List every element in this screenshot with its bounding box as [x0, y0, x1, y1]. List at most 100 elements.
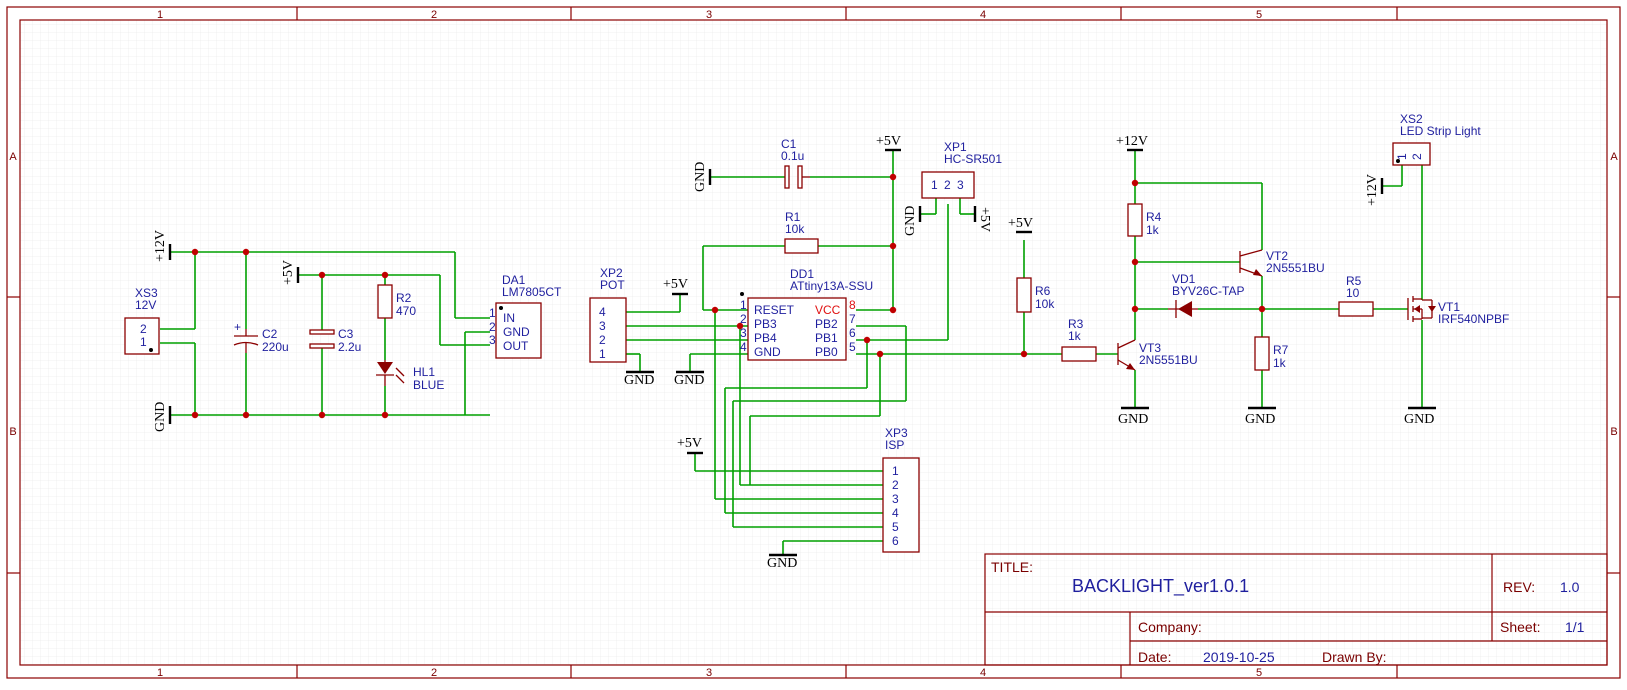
dd1-pin-number-5: 5	[849, 340, 856, 354]
r2-ref: R2	[396, 291, 412, 305]
title-block: TITLE: BACKLIGHT_ver1.0.1 REV: 1.0 Compa…	[984, 553, 1608, 666]
r6-ref: R6	[1035, 284, 1051, 298]
r3-ref: R3	[1068, 317, 1084, 331]
resistor-r4: R4 1k	[1127, 203, 1162, 237]
rev-label: REV:	[1503, 579, 1535, 595]
ground-label-sensor: GND	[903, 206, 918, 236]
ground-symbol-mcu: GND	[674, 370, 704, 388]
connector-xs2: XS2 LED Strip Light 1 2	[1392, 112, 1481, 166]
frame-col-2-top: 2	[431, 9, 437, 21]
ground-label-vt3: GND	[1118, 412, 1148, 427]
r3-value: 1k	[1068, 329, 1082, 343]
power-symbol-5v-r6: +5V	[1008, 216, 1033, 234]
xp1-pin-2: 2	[944, 178, 951, 192]
xp2-ref: XP2	[600, 266, 623, 280]
power-symbol-12v-output: +12V	[1365, 174, 1384, 206]
dd1-pin-pb3: PB3	[754, 317, 777, 331]
ground-symbol-c1: GND	[693, 162, 712, 192]
r2-value: 470	[396, 304, 416, 318]
ground-symbol-sensor: GND	[903, 206, 922, 236]
vt2-ref: VT2	[1266, 249, 1288, 263]
wires-mcu	[626, 150, 1062, 555]
resistor-r5: R5 10	[1338, 274, 1374, 317]
dd1-pin-number-1: 1	[740, 298, 747, 312]
drawing-frame: 1 2 3 4 5 1 2 3 4 5 A B A B	[6, 6, 1621, 679]
ground-label-pot: GND	[624, 373, 654, 388]
dd1-pin-vcc: VCC	[815, 303, 841, 317]
ground-symbol-r7: GND	[1245, 406, 1276, 427]
da1-pin-number-1: 1	[489, 306, 496, 320]
capacitor-c1: C1 0.1u	[781, 137, 810, 189]
c3-ref: C3	[338, 327, 354, 341]
dd1-pin-number-6: 6	[849, 326, 856, 340]
r7-value: 1k	[1273, 356, 1287, 370]
sheet-value: 1/1	[1565, 619, 1585, 635]
c1-value: 0.1u	[781, 149, 804, 163]
dd1-pin-gnd: GND	[754, 345, 781, 359]
xp3-pin-5: 5	[892, 520, 899, 534]
connector-xs3: XS3 12V 2 1	[124, 286, 160, 355]
title-label: TITLE:	[991, 559, 1033, 575]
c1-ref: C1	[781, 137, 797, 151]
hl1-ref: HL1	[413, 365, 435, 379]
regulator-da1: DA1 LM7805CT IN GND OUT 1 2 3	[489, 273, 562, 359]
frame-row-b-right: B	[1610, 426, 1617, 438]
r1-ref: R1	[785, 210, 801, 224]
xp2-pin-3: 3	[599, 319, 606, 333]
ground-symbol-input: GND	[153, 402, 172, 432]
frame-row-a-left: A	[9, 151, 17, 163]
frame-col-5-top: 5	[1256, 9, 1262, 21]
xp3-pin-1: 1	[892, 464, 899, 478]
da1-pin-gnd: GND	[503, 325, 530, 339]
dd1-value: ATtiny13A-SSU	[790, 279, 873, 293]
xp1-value: HC-SR501	[944, 152, 1002, 166]
mosfet-vt1: VT1 IRF540NPBF	[1407, 296, 1509, 326]
frame-col-1-top: 1	[157, 9, 163, 21]
xp1-pin-3: 3	[957, 178, 964, 192]
frame-col-3-top: 3	[706, 9, 712, 21]
c2-ref: C2	[262, 327, 278, 341]
power-label-5v-r6: +5V	[1008, 216, 1033, 231]
c2-value: 220u	[262, 340, 289, 354]
ground-symbol-pot: GND	[624, 370, 654, 388]
xs2-pin-1: 1	[1395, 153, 1409, 160]
r4-ref: R4	[1146, 210, 1162, 224]
xp3-pin-6: 6	[892, 534, 899, 548]
dd1-pin-pb0: PB0	[815, 345, 838, 359]
connector-xp3: XP3 ISP 1 2 3 4 5 6	[882, 426, 920, 553]
power-label-12v-output: +12V	[1365, 174, 1380, 206]
da1-value: LM7805CT	[502, 285, 562, 299]
drawn-by-label: Drawn By:	[1322, 649, 1387, 665]
frame-col-4-bottom: 4	[980, 667, 986, 679]
xp3-value: ISP	[885, 438, 904, 452]
da1-ref: DA1	[502, 273, 526, 287]
c2-plus: +	[234, 320, 241, 334]
dd1-pin-pb1: PB1	[815, 331, 838, 345]
xp1-ref: XP1	[944, 140, 967, 154]
dd1-pin-reset: RESET	[754, 303, 795, 317]
xs3-pin-2: 2	[140, 322, 147, 336]
dd1-pin-number-8: 8	[849, 298, 856, 312]
vt1-value: IRF540NPBF	[1438, 312, 1509, 326]
led-hl1: HL1 BLUE	[376, 360, 444, 392]
da1-pin-number-3: 3	[489, 333, 496, 347]
vt2-value: 2N5551BU	[1266, 261, 1325, 275]
power-label-12v-driver: +12V	[1116, 134, 1148, 149]
frame-col-2-bottom: 2	[431, 667, 437, 679]
wires-driver	[1023, 150, 1423, 408]
sheet-label: Sheet:	[1500, 619, 1540, 635]
dd1-pin-pb4: PB4	[754, 331, 777, 345]
frame-col-3-bottom: 3	[706, 667, 712, 679]
power-label-5v-pot: +5V	[663, 277, 688, 292]
r5-ref: R5	[1346, 274, 1362, 288]
da1-pin-in: IN	[503, 311, 515, 325]
ground-label-mcu: GND	[674, 373, 704, 388]
resistor-r6: R6 10k	[1016, 277, 1055, 313]
ground-label-c1: GND	[693, 162, 708, 192]
xs3-pin-1: 1	[140, 335, 147, 349]
power-symbol-12v-input: +12V	[153, 230, 172, 262]
dd1-pin-number-2: 2	[740, 312, 747, 326]
capacitor-c3: C3 2.2u	[309, 327, 361, 354]
ground-symbol-isp: GND	[767, 553, 797, 571]
